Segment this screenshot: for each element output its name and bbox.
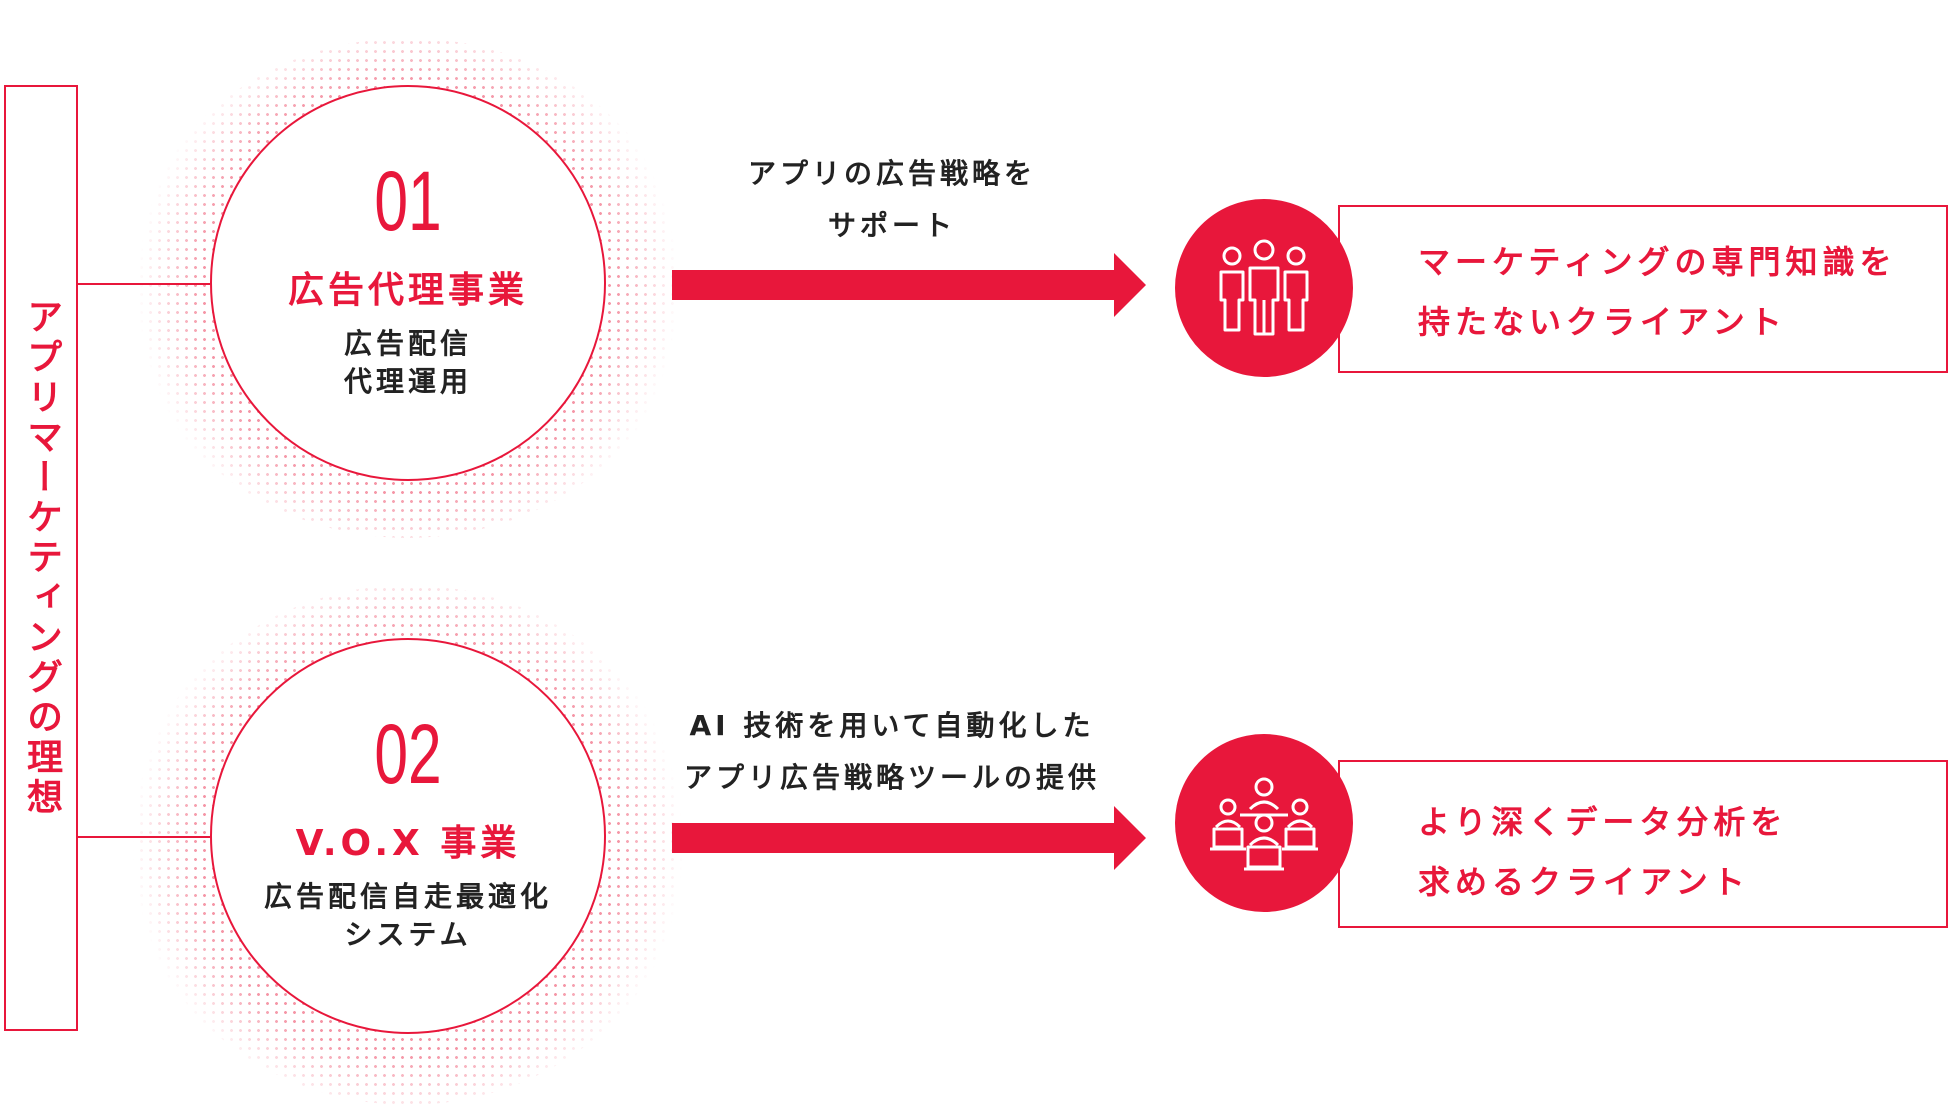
- arrow-label-line: アプリ広告戦略ツールの提供: [683, 761, 1100, 794]
- client-text-line: マーケティングの専門知識を: [1418, 243, 1897, 281]
- business-number-2: 02: [374, 707, 442, 801]
- client-box-1: [1338, 205, 1948, 373]
- business-circle-1: 01 広告代理事業 広告配信 代理運用: [210, 85, 606, 481]
- business-description-2: 広告配信自走最適化 システム: [212, 878, 604, 954]
- business-circle-2: 02 V.O.X 事業 広告配信自走最適化 システム: [210, 638, 606, 1034]
- client-icon-circle-2: [1175, 734, 1353, 912]
- business-description-line: 広告配信自走最適化: [263, 880, 552, 913]
- arrow-label-line: アプリの広告戦略を: [747, 157, 1036, 190]
- business-description-line: 代理運用: [343, 365, 472, 398]
- business-name-2: V.O.X 事業: [295, 823, 521, 864]
- vertical-title-box: [4, 85, 78, 1031]
- arrow-right-icon: [672, 806, 1146, 870]
- connector-line-1: [78, 283, 210, 285]
- team-computers-icon: [1210, 777, 1318, 871]
- arrow-label-line: サポート: [827, 209, 956, 242]
- arrow-label-2: AI 技術を用いて自動化した アプリ広告戦略ツールの提供: [672, 700, 1112, 804]
- connector-line-2: [78, 836, 210, 838]
- vertical-title: アプリマーケティングの理想: [21, 298, 62, 818]
- client-text-2: より深くデータ分析を 求めるクライアント: [1418, 792, 1928, 912]
- business-description-1: 広告配信 代理運用: [212, 325, 604, 401]
- client-text-line: より深くデータ分析を: [1418, 803, 1788, 841]
- business-number-1: 01: [374, 154, 442, 248]
- business-description-line: システム: [344, 918, 472, 951]
- business-name-1: 広告代理事業: [287, 270, 528, 311]
- arrow-right-icon: [672, 253, 1146, 317]
- people-group-icon: [1219, 239, 1309, 336]
- client-text-line: 求めるクライアント: [1418, 863, 1750, 901]
- client-text-1: マーケティングの専門知識を 持たないクライアント: [1418, 232, 1928, 352]
- arrow-label-1: アプリの広告戦略を サポート: [672, 148, 1112, 252]
- client-text-line: 持たないクライアント: [1418, 303, 1787, 341]
- business-description-line: 広告配信: [343, 327, 472, 360]
- client-icon-circle-1: [1175, 199, 1353, 377]
- arrow-label-line: AI 技術を用いて自動化した: [689, 709, 1095, 742]
